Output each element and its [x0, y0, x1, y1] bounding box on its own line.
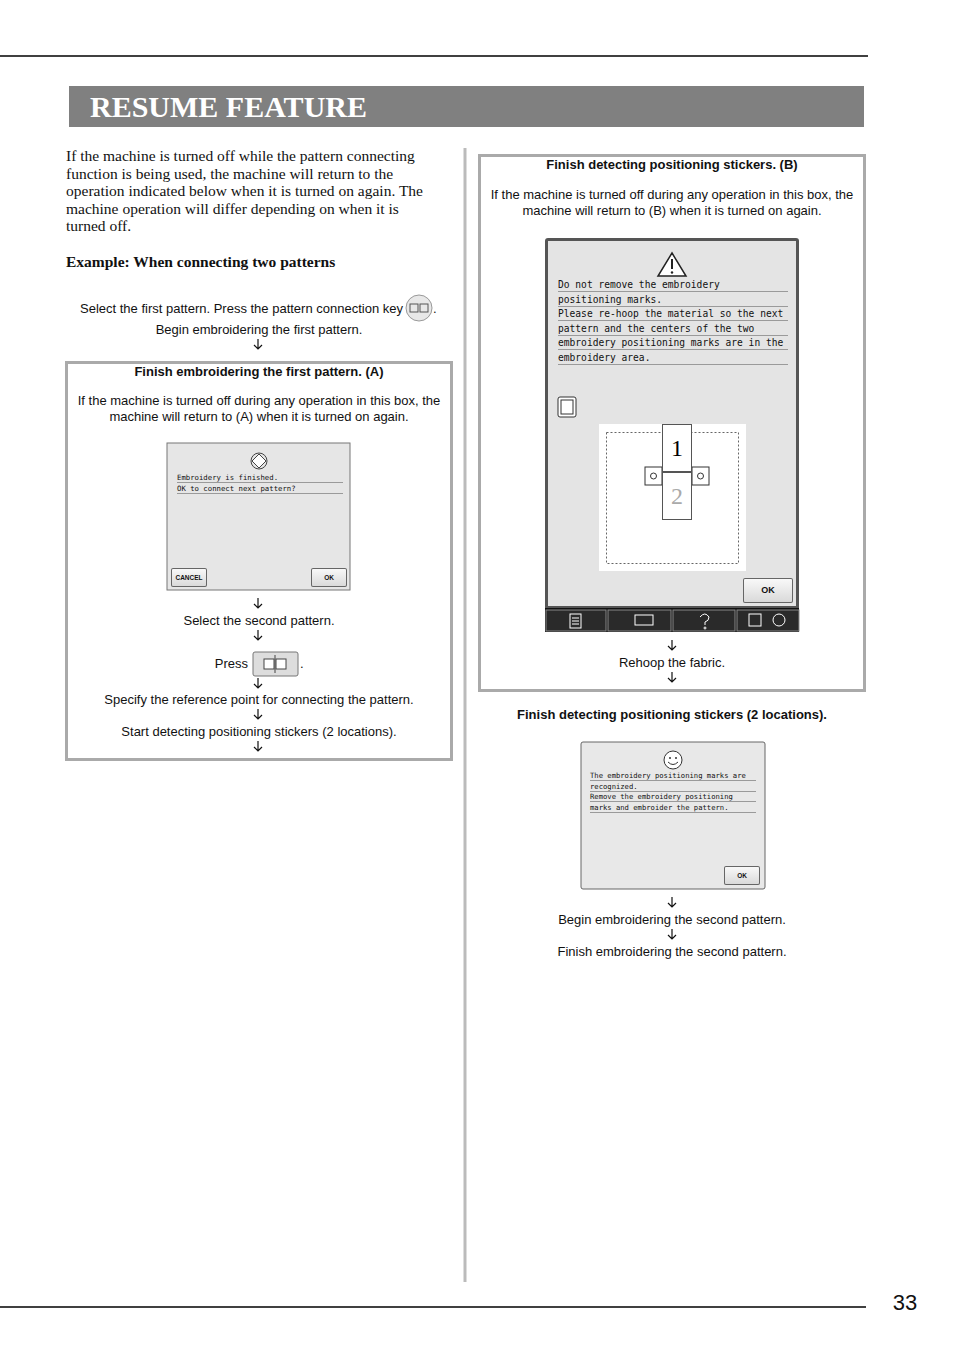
screen-message: Embroidery is finished.	[177, 472, 343, 483]
box-heading: Finish embroidering the first pattern. (…	[76, 364, 442, 380]
column-divider	[464, 148, 467, 1282]
flow-arrows	[254, 339, 676, 939]
punctuation: .	[300, 656, 308, 671]
lcd-screen	[581, 742, 765, 889]
button-label: OK	[724, 866, 760, 885]
resume-box: Finish detecting positioning stickers. (…	[479, 155, 865, 691]
screen-message: The embroidery positioning marks are rec…	[590, 771, 756, 792]
screen-message: Please re-hoop the material so the next …	[558, 307, 788, 365]
screen-message: Do not remove the embroidery positioning…	[558, 278, 788, 307]
step-text: Start detecting positioning stickers (2 …	[70, 724, 448, 739]
pattern-number: 1	[662, 424, 692, 472]
lcd-screen: Embroidery is finished.OK to connect nex…	[167, 443, 350, 590]
pattern-preview-box: 1	[662, 424, 692, 472]
lcd-screen	[167, 443, 350, 590]
intro-text: If the machine is turned off while the p…	[66, 147, 438, 235]
flow-arrow	[668, 640, 676, 650]
page-number: 33	[880, 1290, 930, 1316]
screen-message: Remove the embroidery positioning marks …	[590, 792, 756, 813]
resume-box-outline	[67, 363, 452, 760]
screen-button: CANCEL	[171, 568, 207, 587]
screen-button: OK	[724, 866, 760, 885]
box-note: If the machine is turned off during any …	[486, 187, 858, 219]
screen-button: OK	[311, 568, 347, 587]
pattern-number: 2	[662, 472, 692, 520]
pattern-preview-box: 2	[662, 472, 692, 520]
flow-arrow	[254, 741, 262, 751]
flow-arrow	[254, 598, 262, 608]
lcd-screen: Do not remove the embroidery positioning…	[545, 238, 799, 632]
title-band: RESUME FEATURE	[69, 86, 864, 127]
step-text: Finish embroidering the second pattern.	[483, 944, 861, 959]
step-text: Begin embroidering the second pattern.	[483, 912, 861, 927]
step-text: Rehoop the fabric.	[483, 655, 861, 670]
button-label: CANCEL	[171, 568, 207, 587]
step-text: Press	[200, 656, 248, 671]
box-note: If the machine is turned off during any …	[73, 393, 445, 425]
flow-arrow	[668, 929, 676, 939]
step-text: Select the second pattern.	[70, 613, 448, 628]
box-heading: Finish detecting positioning stickers. (…	[489, 157, 855, 173]
bottom-rule	[0, 1306, 866, 1308]
example-heading: Example: When connecting two patterns	[66, 253, 446, 271]
top-rule	[0, 55, 868, 57]
resume-box-outline	[480, 156, 865, 691]
lcd-screen	[545, 238, 799, 632]
screen-button: OK	[743, 578, 793, 603]
flow-arrow	[668, 672, 676, 682]
flow-arrow	[668, 897, 676, 907]
flow-arrow	[254, 678, 262, 688]
lcd-screen: The embroidery positioning marks are rec…	[581, 742, 765, 889]
button-label: OK	[743, 578, 793, 603]
button-label: OK	[311, 568, 347, 587]
flow-arrow	[254, 630, 262, 640]
step-text: Begin embroidering the first pattern.	[66, 322, 452, 337]
step-text: Specify the reference point for connecti…	[70, 692, 448, 707]
flow-arrow	[254, 709, 262, 719]
step-text: Select the first pattern. Press the patt…	[40, 301, 403, 316]
screen-message: OK to connect next pattern?	[177, 483, 343, 494]
connect-button-icon	[253, 652, 298, 676]
step-heading: Finish detecting positioning stickers (2…	[470, 707, 874, 722]
punctuation: .	[433, 301, 441, 316]
connection-key-icon	[406, 295, 432, 321]
flow-arrow	[254, 339, 262, 349]
